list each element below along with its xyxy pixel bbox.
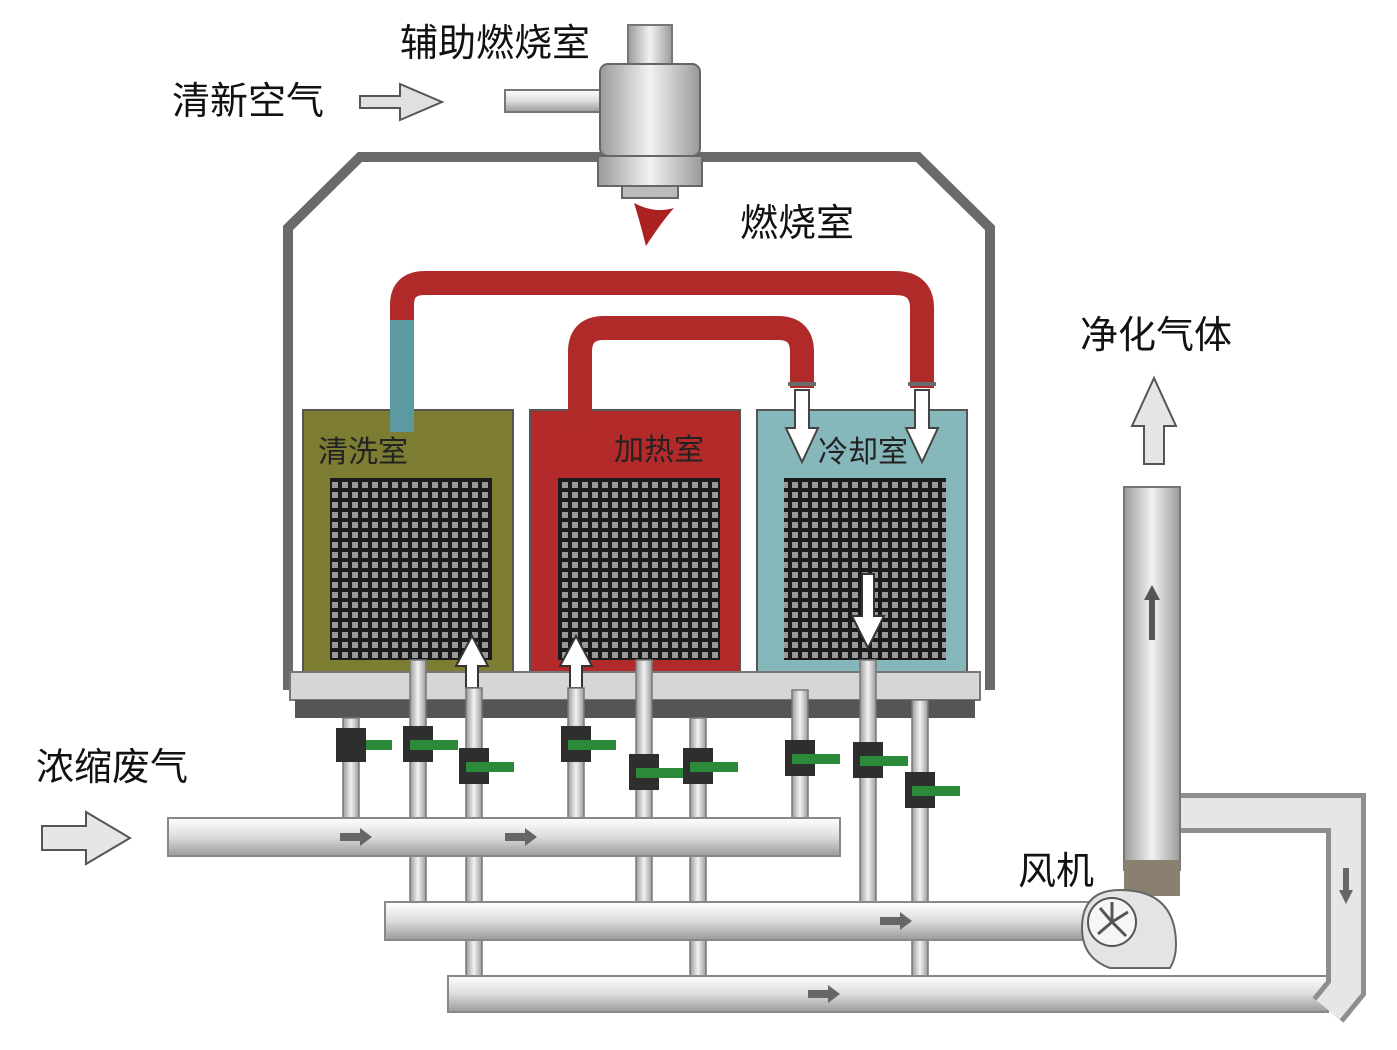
label-concentrated-exhaust: 浓缩废气 <box>36 745 189 789</box>
hot-pipe-inner <box>568 316 814 432</box>
down-arrow-icon <box>1339 868 1353 904</box>
exhaust-stack <box>1123 486 1181 871</box>
cleaning-chamber <box>302 409 514 673</box>
purified-gas-arrow-icon <box>1130 375 1178 465</box>
fresh-air-arrow-icon <box>359 82 445 122</box>
chamber-label-heating: 加热室 <box>614 433 704 468</box>
label-combustion-chamber: 燃烧室 <box>740 201 855 245</box>
down-arrow-icon <box>904 389 940 465</box>
flow-arrow-icon <box>808 985 840 1003</box>
fan-icon <box>1080 888 1178 969</box>
inlet-header-pipe <box>167 817 841 857</box>
auxiliary-burner <box>504 24 703 246</box>
label-aux-burner: 辅助燃烧室 <box>400 21 591 65</box>
heating-chamber <box>529 409 741 673</box>
down-arrow-icon <box>850 573 886 651</box>
flow-arrow-icon <box>880 912 912 930</box>
up-arrow-icon <box>558 633 594 689</box>
label-fresh-air: 清新空气 <box>172 79 325 123</box>
flame-icon <box>634 203 674 246</box>
valves <box>336 726 960 808</box>
label-fan: 风机 <box>1018 849 1095 893</box>
flow-arrow-icon <box>505 828 537 846</box>
label-purified-gas: 净化气体 <box>1080 313 1233 357</box>
outlet-header-pipe <box>384 901 1098 941</box>
flow-arrow-icon <box>340 828 372 846</box>
chamber-label-cleaning: 清洗室 <box>318 435 408 470</box>
hot-pipe-outer <box>390 271 934 388</box>
inlet-arrow-icon <box>41 810 132 866</box>
purge-return-pipe <box>447 975 1329 1013</box>
chamber-label-cooling: 冷却室 <box>818 435 908 470</box>
down-arrow-icon <box>784 389 820 465</box>
up-arrow-icon <box>454 633 490 689</box>
up-arrow-icon <box>1144 585 1160 640</box>
